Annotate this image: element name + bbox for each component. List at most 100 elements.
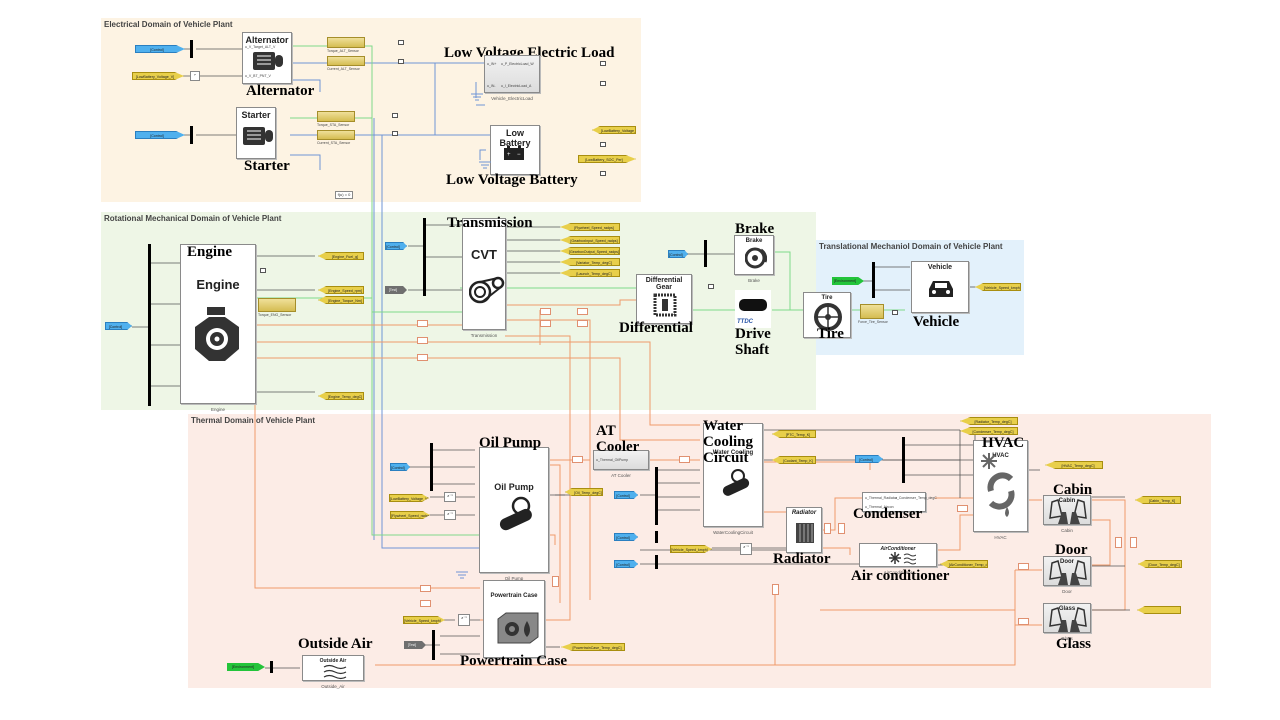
door-block[interactable]: Door Door	[1043, 556, 1091, 594]
engine-block[interactable]: Engine Engine Engine	[180, 244, 256, 412]
condenser-temp-goto-tag[interactable]: [Condenser_Temp_degC]	[960, 427, 1018, 435]
gearbox-output-goto-tag[interactable]: [GearboxOutput_Speed_radps]	[560, 247, 620, 255]
tire-block[interactable]: Tire	[803, 292, 851, 338]
current-alt-sensor[interactable]	[327, 56, 365, 66]
lowbattery-voltage-from-tag[interactable]: [LowBattery_Voltage_V]	[389, 494, 429, 502]
control-from-tag[interactable]: [Control]	[614, 533, 638, 541]
low-battery-block[interactable]: Low Battery +−	[490, 125, 540, 175]
powertrain-case-block[interactable]: Powertrain Case	[483, 580, 545, 658]
terminator	[260, 268, 266, 273]
lowbattery-voltage-from-tag[interactable]: [LowBattery_Voltage_V]	[132, 72, 184, 80]
flywheel-speed-from-tag[interactable]: [Flywheel_Speed_radps]	[390, 511, 430, 519]
transmission-block[interactable]: CVT Transmission	[462, 218, 506, 338]
control-from-tag[interactable]: [Control]	[614, 560, 638, 568]
glass-block[interactable]: Glass Glass	[1043, 603, 1091, 641]
radiator-temp-goto-tag[interactable]: [Radiator_Temp_degC]	[960, 417, 1018, 425]
radiator-label: Radiator	[773, 551, 831, 567]
torque-sta-sensor-caption: Torque_STA_Sensor	[317, 123, 350, 127]
drive-shaft-block[interactable]: TTDC	[735, 290, 771, 328]
control-from-tag[interactable]: [Control]	[385, 242, 407, 250]
glass-temp-goto-tag[interactable]	[1137, 606, 1181, 614]
brake-block-title: Brake	[745, 238, 763, 244]
bus-selector	[872, 262, 875, 298]
starter-label: Starter	[244, 158, 290, 174]
electric-load-block[interactable]: u_IN+ u_IN- u_P_ElectricLoad_W u_I_Elect…	[484, 55, 540, 101]
torque-eng-sensor[interactable]	[258, 298, 296, 312]
force-tire-sensor[interactable]	[860, 304, 884, 319]
door-temp-goto-tag[interactable]: [Door_Temp_degC]	[1138, 560, 1182, 568]
vehicle-speed-goto-tag[interactable]: [Vehicle_Speed_kmph]	[975, 283, 1021, 291]
coolant-temp-goto-tag[interactable]: [Coolant_Temp_K]	[772, 456, 816, 464]
port-label: u_Thermal_Aircon	[865, 505, 894, 509]
port-label: u_Thermal_Radiator	[865, 496, 897, 500]
variator-temp-goto-tag[interactable]: [Variator_Temp_degC]	[560, 258, 620, 266]
torque-sta-sensor[interactable]	[317, 111, 355, 122]
delay-block[interactable]: z⁻¹	[740, 543, 752, 555]
terminator	[392, 131, 398, 136]
terminator	[600, 81, 606, 86]
engine-torque-goto-tag[interactable]: [Engine_Torque_Nm]	[318, 296, 364, 304]
test-from-tag[interactable]: [Test]	[404, 641, 426, 649]
environment-from-tag[interactable]: [Environment]	[832, 277, 864, 285]
air-conditioner-caption: AirConditioner	[883, 570, 913, 575]
terminator	[600, 61, 606, 66]
engine-fuel-goto-tag[interactable]: [Engine_Fuel_g]	[318, 252, 364, 260]
air-conditioner-block[interactable]: AirConditioner AirConditioner	[859, 543, 937, 575]
oil-pump-block[interactable]: Oil Pump Oil Pump	[479, 447, 549, 581]
cabin-block-title: Cabin	[1058, 498, 1076, 504]
radiator-block[interactable]: Radiator	[786, 507, 822, 553]
hvac-block[interactable]: HVAC HVAC	[973, 440, 1028, 540]
delay-block[interactable]: z⁻¹	[444, 510, 456, 520]
ptc-temp-goto-tag[interactable]: [PTC_Temp_K]	[772, 430, 816, 438]
control-from-tag[interactable]: [Control]	[135, 131, 185, 139]
vehicle-speed-from-tag[interactable]: [Vehicle_Speed_kmph]	[403, 616, 445, 624]
powertrain-temp-goto-tag[interactable]: [PowertrainCase_Temp_degC]	[561, 643, 625, 651]
delay-block[interactable]: ⌐	[190, 71, 200, 81]
cabin-temp-goto-tag[interactable]: [Cabin_Temp_K]	[1135, 496, 1181, 504]
test-from-tag[interactable]: [Test]	[385, 286, 407, 294]
alternator-block[interactable]: Alternator u_V_Target_ALT_V u_V_BT_PNT_V	[242, 32, 292, 84]
water-cooling-block[interactable]: Water Cooling WaterCoolingCircuit	[703, 423, 763, 535]
bus-selector	[148, 244, 151, 406]
port-label: u_I_ElectricLoad_A	[501, 84, 532, 88]
flywheel-speed-goto-tag[interactable]: [Flywheel_Speed_radps]	[560, 223, 620, 231]
condenser-block[interactable]: u_Thermal_Radiator u_Thermal_Aircon u_Co…	[862, 492, 937, 512]
delay-block[interactable]: z⁻¹	[458, 614, 470, 626]
cabin-block[interactable]: Cabin Cabin	[1043, 495, 1091, 533]
control-from-tag[interactable]: [Control]	[614, 491, 638, 499]
delay-block[interactable]: z⁻¹	[444, 492, 456, 502]
hvac-temp-goto-tag[interactable]: [HVAC_Temp_degC]	[1045, 461, 1103, 469]
differential-block[interactable]: Differential Gear	[636, 274, 692, 324]
transmission-label: Transmission	[447, 215, 533, 231]
control-from-tag[interactable]: [Control]	[668, 250, 688, 258]
outside-air-block[interactable]: Outside Air Outside_Air	[302, 655, 364, 689]
motor-icon	[253, 52, 283, 70]
launch-temp-goto-tag[interactable]: [Launch_Temp_degC]	[560, 269, 620, 277]
starter-block[interactable]: Starter	[236, 107, 276, 159]
control-from-tag[interactable]: [Control]	[390, 463, 410, 471]
control-from-tag[interactable]: [Control]	[135, 45, 185, 53]
control-from-tag[interactable]: [Control]	[105, 322, 132, 330]
engine-temp-goto-tag[interactable]: [Engine_Temp_degC]	[318, 392, 364, 400]
brake-block[interactable]: Brake Brake	[734, 235, 774, 283]
engine-speed-goto-tag[interactable]: [Engine_Speed_rpm]	[318, 286, 364, 294]
control-from-tag[interactable]: [Control]	[855, 455, 883, 463]
gearbox-input-goto-tag[interactable]: [GearboxInput_Speed_radps]	[560, 236, 620, 244]
lowbattery-soc-from-tag[interactable]: [LowBattery_SOC_Per]	[578, 155, 636, 163]
rotational-domain-title: Rotational Mechanical Domain of Vehicle …	[104, 214, 282, 223]
condenser-label: Condenser	[853, 506, 923, 522]
at-cooler-block[interactable]: u_Thermal_OilPump AT Cooler	[593, 450, 649, 478]
relational-block[interactable]: f(u) = 0	[335, 191, 353, 199]
current-alt-sensor-caption: Current_ALT_Sensor	[327, 67, 360, 71]
lowbattery-voltage-goto-tag[interactable]: [LowBattery_Voltage_V]	[592, 126, 636, 134]
thermal-resistor	[417, 320, 428, 327]
environment-from-tag[interactable]: [Environment]	[227, 663, 265, 671]
oil-temp-goto-tag[interactable]: [Oil_Temp_degC]	[565, 488, 603, 496]
vehicle-block[interactable]: Vehicle	[911, 261, 969, 313]
aircon-temp-goto-tag[interactable]: [AirConditioner_Temp_degC]	[940, 560, 988, 568]
oil-pump-icon	[499, 496, 532, 531]
drive-shaft-icon	[739, 299, 767, 311]
vehicle-speed-from-tag[interactable]: [Vehicle_Speed_kmph]	[670, 545, 712, 553]
current-sta-sensor[interactable]	[317, 130, 355, 140]
torque-alt-sensor[interactable]	[327, 37, 365, 48]
